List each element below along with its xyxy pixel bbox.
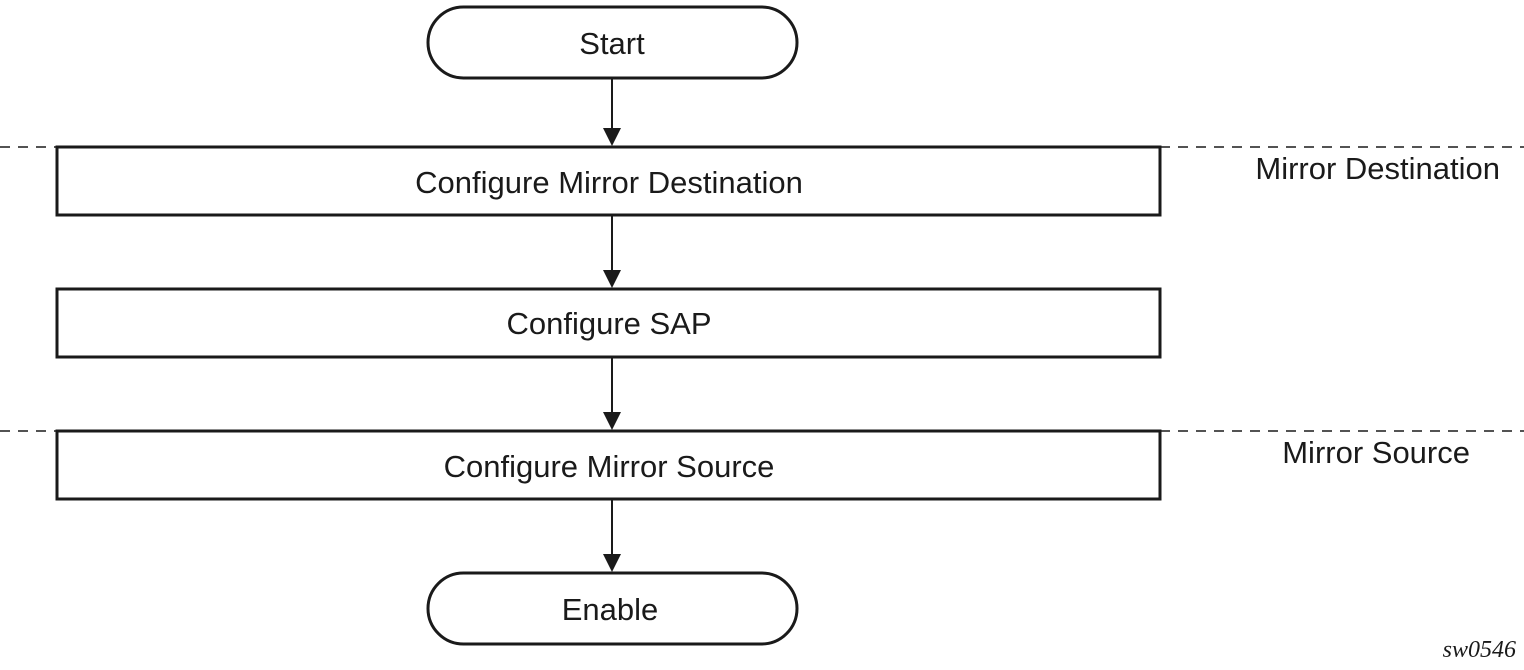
- arrow-source-to-enable: [603, 499, 621, 572]
- configure-mirror-source-node: Configure Mirror Source: [55, 429, 1162, 501]
- enable-label: Enable: [562, 592, 659, 627]
- arrow-start-to-destination: [603, 78, 621, 146]
- configure-mirror-destination-label: Configure Mirror Destination: [415, 165, 803, 200]
- enable-node: Enable: [426, 571, 799, 646]
- configure-mirror-source-box: [55, 429, 1162, 501]
- configure-sap-box: [55, 287, 1162, 359]
- section-label-mirror-destination: Mirror Destination: [1255, 151, 1500, 186]
- start-node: Start: [426, 5, 799, 80]
- start-label: Start: [579, 26, 645, 61]
- section-label-mirror-source: Mirror Source: [1282, 435, 1470, 470]
- arrow-destination-to-sap: [603, 215, 621, 288]
- configure-mirror-source-label: Configure Mirror Source: [444, 449, 775, 484]
- arrow-sap-to-source: [603, 357, 621, 430]
- configure-mirror-destination-box: [55, 145, 1162, 217]
- figure-id: sw0546: [1443, 637, 1516, 663]
- configure-sap-node: Configure SAP: [55, 287, 1162, 359]
- configure-sap-label: Configure SAP: [506, 306, 711, 341]
- enable-terminator-shape: [426, 571, 799, 646]
- configure-mirror-destination-node: Configure Mirror Destination: [55, 145, 1162, 217]
